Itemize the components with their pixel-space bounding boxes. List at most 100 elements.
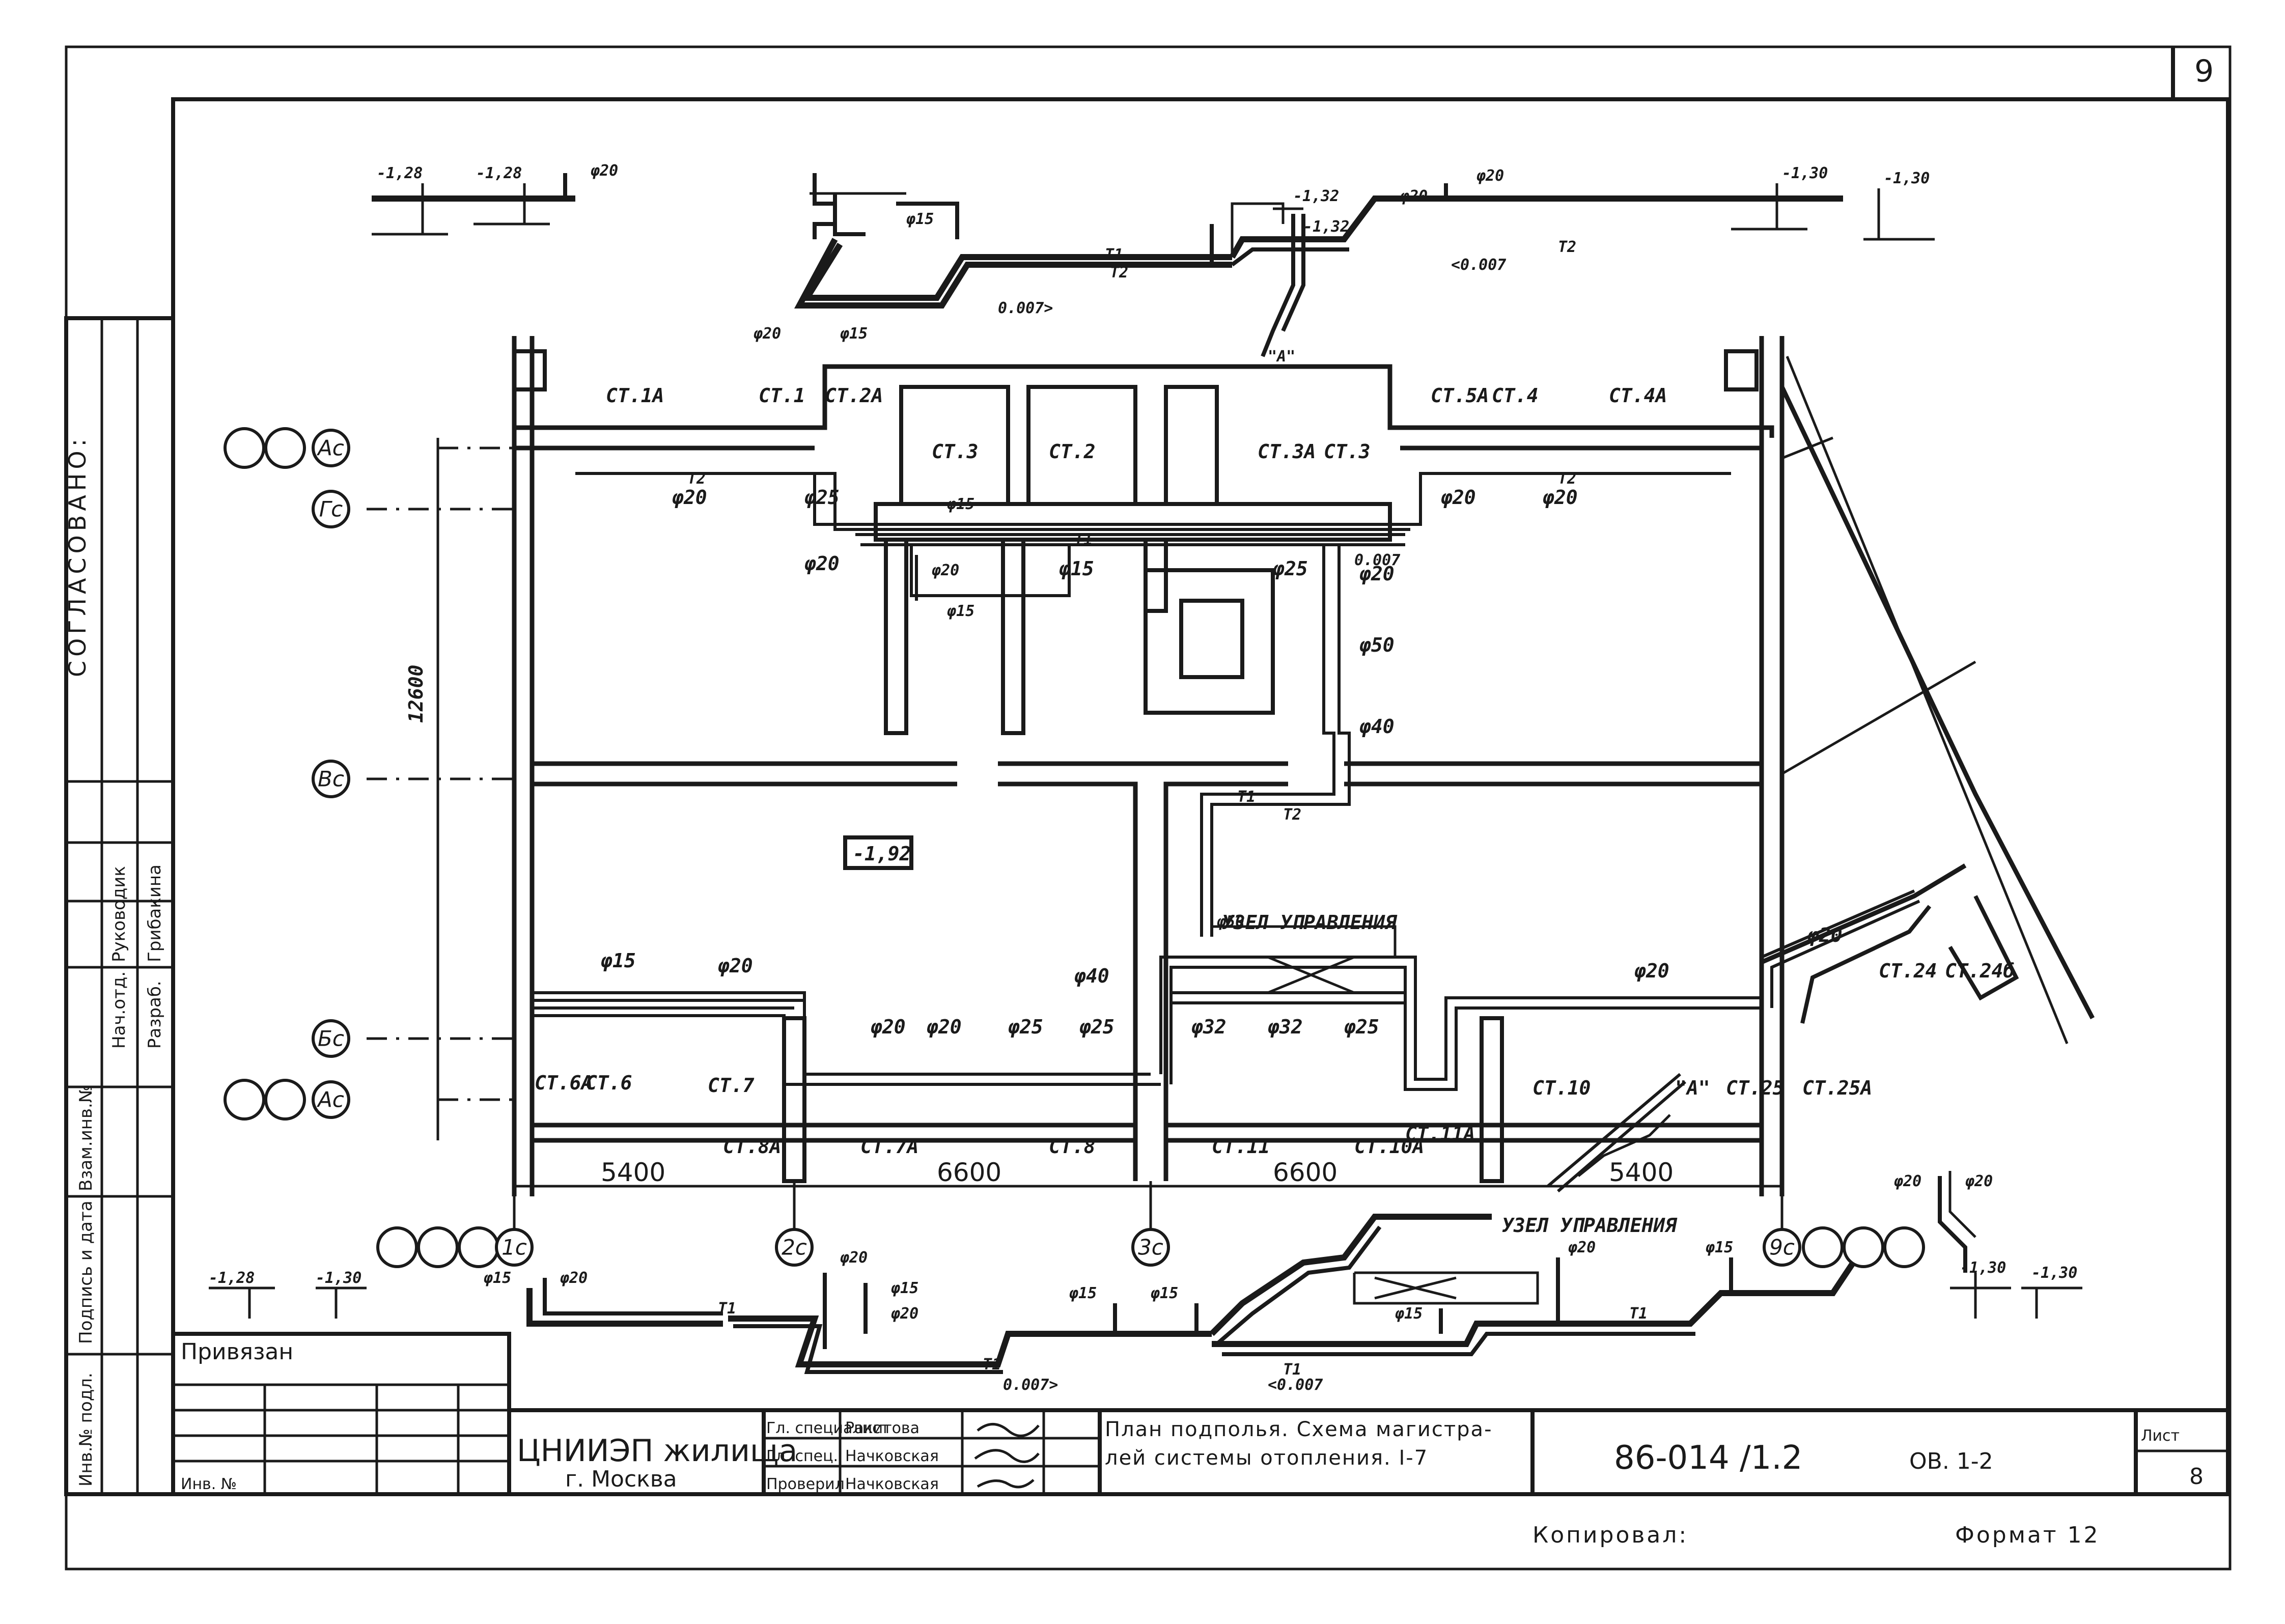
dia-p24: φ25 bbox=[1344, 1016, 1379, 1038]
axis-col-1c: 1с bbox=[501, 1235, 527, 1260]
signature-2 bbox=[974, 1449, 1040, 1463]
dia-b10: φ20 bbox=[1965, 1172, 1993, 1190]
dim-5400-left: 5400 bbox=[601, 1158, 665, 1187]
dia-b7: φ15 bbox=[1705, 1239, 1733, 1256]
axis-col-2c: 2с bbox=[782, 1235, 807, 1260]
dia-p7: φ15 bbox=[1058, 557, 1094, 580]
riser-st3-left: СТ.3 bbox=[932, 440, 979, 463]
riser-st11: СТ.11 bbox=[1212, 1135, 1270, 1158]
side-stamp bbox=[64, 316, 175, 1496]
riser-st24: СТ.24 bbox=[1879, 960, 1937, 982]
dim-5400-right: 5400 bbox=[1609, 1158, 1674, 1187]
signature-1 bbox=[977, 1423, 1040, 1437]
level-mark-tl2: -1,28 bbox=[476, 164, 522, 182]
t2-plan-2: Т2 bbox=[687, 470, 706, 488]
riser-st25a: СТ.25А bbox=[1802, 1077, 1872, 1099]
side-role-4: Грибакина bbox=[145, 864, 165, 962]
copied-label: Копировал: bbox=[1532, 1522, 1688, 1548]
riser-st3: СТ.3 bbox=[1324, 440, 1371, 463]
dia-b3: φ20 bbox=[890, 1305, 918, 1323]
axis-row-ac-top: Ас bbox=[316, 436, 344, 461]
axis-col-9c: 9с bbox=[1769, 1235, 1795, 1260]
dia-p14: φ50 bbox=[1216, 913, 1244, 931]
title-block: Привязан Инв. № ЦНИИЭП жилища г. Москва … bbox=[171, 1332, 2230, 1548]
dia-top-1: φ20 bbox=[590, 162, 618, 180]
dia-b11: φ15 bbox=[483, 1269, 511, 1287]
dia-top-6: φ20 bbox=[1476, 167, 1504, 185]
level-top-3: -1,32 bbox=[1303, 218, 1349, 236]
t1-plan-2: Т1 bbox=[1074, 531, 1093, 549]
dia-p25: φ20 bbox=[1634, 960, 1669, 982]
riser-st3a: СТ.3А bbox=[1258, 440, 1316, 463]
dia-b12: φ20 bbox=[560, 1269, 588, 1287]
control-node-label: УЗЕЛ УПРАВЛЕНИЯ bbox=[1222, 911, 1398, 934]
riser-st24b: СТ.24б bbox=[1945, 960, 2015, 982]
side-role-3: Разраб. bbox=[145, 981, 165, 1049]
section-mark-plan: "А" bbox=[1675, 1077, 1710, 1099]
list-label: Лист bbox=[2141, 1427, 2180, 1445]
dia-p26: φ20 bbox=[1807, 924, 1843, 946]
dia-top-5: φ20 bbox=[1400, 187, 1428, 205]
riser-st2a: СТ.2А bbox=[825, 384, 883, 407]
t1-bottom-3: Т1 bbox=[1283, 1361, 1301, 1379]
dia-p6: φ15 bbox=[946, 602, 974, 620]
format-label: Формат 12 bbox=[1955, 1522, 2100, 1548]
dia-p16: φ20 bbox=[717, 955, 753, 977]
dia-p15: φ15 bbox=[600, 949, 636, 972]
riser-st10: СТ.10 bbox=[1532, 1077, 1591, 1099]
side-col-1: Инв.№ подл. bbox=[76, 1373, 96, 1487]
side-role-2: Руководик bbox=[109, 866, 129, 962]
dia-b1: φ20 bbox=[840, 1249, 868, 1267]
t1-plan-1: Т1 bbox=[1237, 788, 1256, 806]
dia-p18: φ20 bbox=[926, 1016, 962, 1038]
dia-p9: φ20 bbox=[1359, 563, 1395, 585]
page-number: 9 bbox=[2194, 53, 2214, 89]
axis-row-gc: Гс bbox=[319, 497, 343, 522]
level-mark-bl2: -1,30 bbox=[316, 1269, 361, 1287]
doc-code: 86-014 /1.2 bbox=[1614, 1439, 1802, 1477]
dia-p11: φ20 bbox=[1542, 486, 1578, 509]
org-line1: ЦНИИЭП жилища bbox=[517, 1433, 797, 1469]
riser-st4a: СТ.4А bbox=[1609, 384, 1667, 407]
level-mark-tr2: -1,30 bbox=[1884, 170, 1930, 187]
side-col-3: Взам.инв.№ bbox=[76, 1085, 96, 1191]
riser-st7a: СТ.7А bbox=[860, 1135, 918, 1158]
sheet-description: План подполья. Схема магистра- лей систе… bbox=[1105, 1418, 1493, 1470]
riser-st1: СТ.1 bbox=[759, 384, 805, 407]
top-scheme: φ20 φ15 Т1 Т2 0.007> φ20 φ15 -1,32 -1,32… bbox=[372, 162, 1935, 366]
riser-st25: СТ.25 bbox=[1726, 1077, 1784, 1099]
approved-stamp: СОГЛАСОВАНО: bbox=[64, 435, 91, 677]
dim-12600: 12600 bbox=[405, 665, 427, 723]
riser-st2: СТ.2 bbox=[1049, 440, 1096, 463]
level-mark-tr1: -1,30 bbox=[1782, 164, 1828, 182]
riser-st5a: СТ.5А bbox=[1431, 384, 1489, 407]
riser-labels: СТ.1А СТ.1 СТ.2А СТ.3 СТ.2 СТ.3А СТ.3 СТ… bbox=[535, 384, 2015, 1158]
dia-b4: φ15 bbox=[1069, 1284, 1097, 1302]
axis-row-bc: Бс bbox=[318, 1026, 344, 1051]
dia-b9: φ20 bbox=[1893, 1172, 1921, 1190]
dia-p22: φ32 bbox=[1191, 1016, 1227, 1038]
dia-p4: φ20 bbox=[804, 552, 840, 575]
heating-pipes: "А" УЗЕЛ УПРАВЛЕНИЯ Т1 Т2 Т1 Т2 Т2 0.007 bbox=[532, 470, 1920, 1193]
dia-b5: φ15 bbox=[1150, 1284, 1178, 1302]
riser-st8a: СТ.8А bbox=[723, 1135, 781, 1158]
riser-st4: СТ.4 bbox=[1492, 384, 1539, 407]
dia-p12: φ50 bbox=[1359, 634, 1395, 656]
riser-st7: СТ.7 bbox=[708, 1074, 755, 1097]
section-mark-top: "А" bbox=[1268, 348, 1295, 366]
name-3: Начковская bbox=[845, 1475, 939, 1493]
dia-p19: φ25 bbox=[1008, 1016, 1043, 1038]
dia-b8: φ15 bbox=[1395, 1305, 1423, 1323]
t2-plan-1: Т2 bbox=[1283, 806, 1301, 824]
dim-6600-a: 6600 bbox=[937, 1158, 1001, 1187]
dia-p5: φ20 bbox=[931, 562, 959, 579]
axis-row-vc: Вс bbox=[318, 767, 344, 792]
t1-bottom-1: Т1 bbox=[718, 1300, 736, 1318]
level-mark-plan: -1,92 bbox=[853, 843, 911, 865]
dia-p1: φ20 bbox=[672, 486, 707, 509]
side-col-2: Подпись и дата bbox=[76, 1200, 96, 1344]
outer-frame bbox=[65, 45, 2232, 1571]
t2-top-2: Т2 bbox=[1558, 238, 1576, 256]
dia-p2: φ25 bbox=[804, 486, 840, 509]
axis-col-3c: 3с bbox=[1138, 1235, 1163, 1260]
